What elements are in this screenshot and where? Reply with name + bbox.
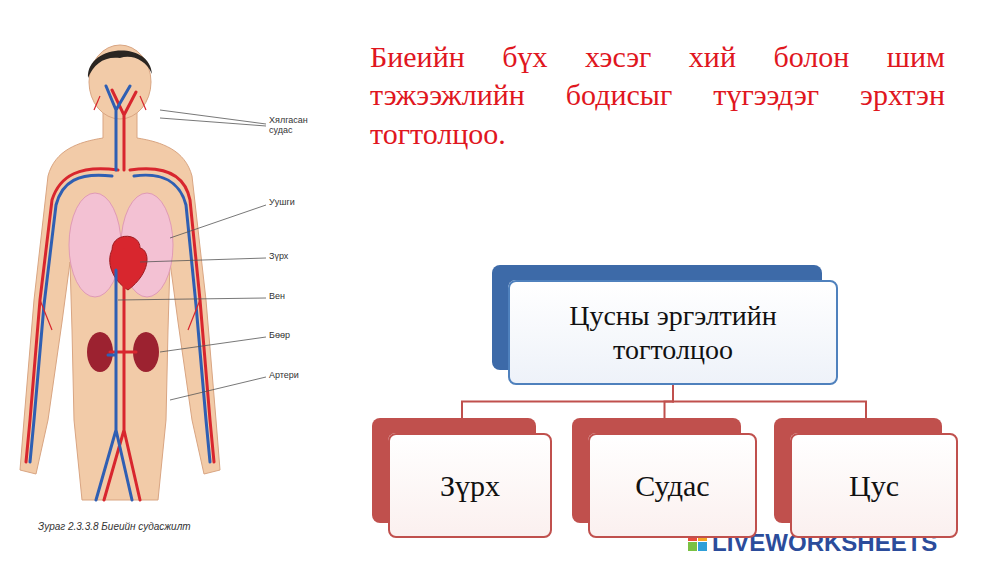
part-label: Артери: [268, 371, 300, 381]
figure-caption: Зураг 2.3.3.8 Биеийн судасжилт: [38, 521, 191, 532]
child-box: Зүрх: [388, 433, 552, 538]
child-box: Судас: [588, 433, 757, 538]
part-label: Уушги: [268, 198, 296, 208]
connector: [462, 385, 673, 433]
heading-text: Биеийн бүх хэсэг хий болон шим тэжээжлий…: [370, 38, 945, 153]
node-text: Судас: [635, 469, 709, 503]
root-box: Цусны эргэлтийн тогтолцоо: [508, 280, 838, 385]
part-label: Зүрх: [268, 252, 289, 262]
node-text: Цус: [849, 469, 899, 503]
part-label: Вен: [268, 292, 286, 302]
node-text: Зүрх: [440, 469, 500, 503]
node-text: Цусны эргэлтийн тогтолцоо: [526, 299, 820, 366]
child-box: Цус: [790, 433, 958, 538]
connector: [673, 385, 866, 433]
part-label: Хялгасан судас: [268, 116, 316, 136]
connector: [665, 385, 674, 433]
leader-lines: [118, 110, 266, 400]
part-label: Бөөр: [268, 331, 291, 341]
